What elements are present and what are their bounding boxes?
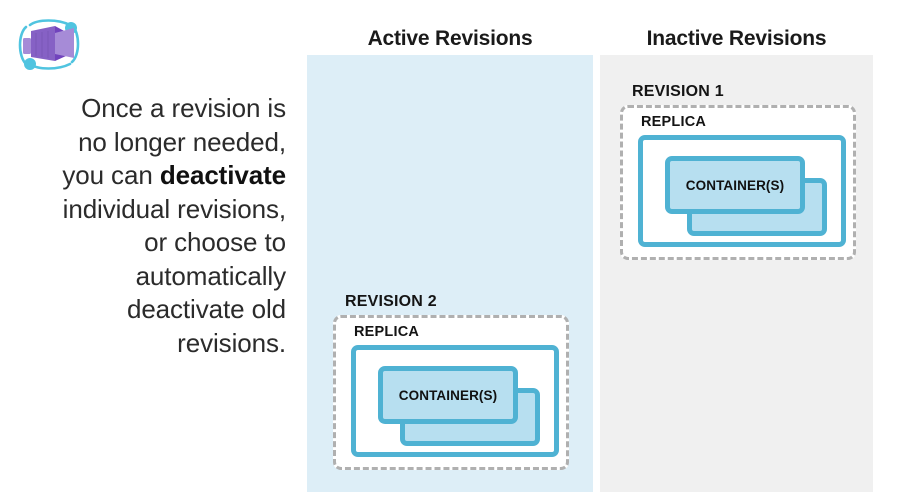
revision-2-label: REVISION 2	[345, 293, 437, 310]
caption-line-8: revisions.	[177, 327, 286, 358]
revision-2-replica-label: REPLICA	[354, 324, 420, 340]
revision-1-container-label: CONTAINER(S)	[685, 177, 785, 193]
caption-text: Once a revision is no longer needed, you…	[6, 92, 286, 360]
revision-1-label: REVISION 1	[632, 83, 724, 100]
revision-2-container-front: CONTAINER(S)	[378, 366, 518, 424]
caption-line-4: individual revisions,	[62, 193, 286, 224]
caption-line-2: no longer needed,	[78, 126, 286, 157]
caption-line-7: deactivate old	[126, 294, 286, 324]
caption-line-5: or choose to	[144, 227, 286, 257]
revision-2-container-label: CONTAINER(S)	[398, 387, 498, 403]
revision-2-replica-box: CONTAINER(S)	[351, 345, 559, 457]
revision-1-boundary: REPLICA CONTAINER(S)	[620, 105, 856, 260]
azure-container-apps-icon	[14, 14, 86, 76]
revision-2-container-stack: CONTAINER(S)	[378, 366, 540, 446]
caption-line-1: Once a revision is	[81, 93, 286, 123]
caption-line-6: automatically	[135, 260, 287, 291]
revision-group-2: REVISION 2 REPLICA CONTAINER(S)	[333, 292, 569, 470]
inactive-revisions-title: Inactive Revisions	[646, 27, 827, 50]
revision-1-replica-label: REPLICA	[641, 114, 707, 130]
active-revisions-title: Active Revisions	[367, 27, 533, 50]
revision-1-container-stack: CONTAINER(S)	[665, 156, 827, 236]
revision-1-replica-box: CONTAINER(S)	[638, 135, 846, 247]
revision-group-1: REVISION 1 REPLICA CONTAINER(S)	[620, 82, 856, 260]
revision-2-boundary: REPLICA CONTAINER(S)	[333, 315, 569, 470]
revision-1-container-front: CONTAINER(S)	[665, 156, 805, 214]
caption-line-3-prefix: you can	[62, 160, 160, 190]
caption-emphasis-deactivate: deactivate	[159, 160, 286, 190]
